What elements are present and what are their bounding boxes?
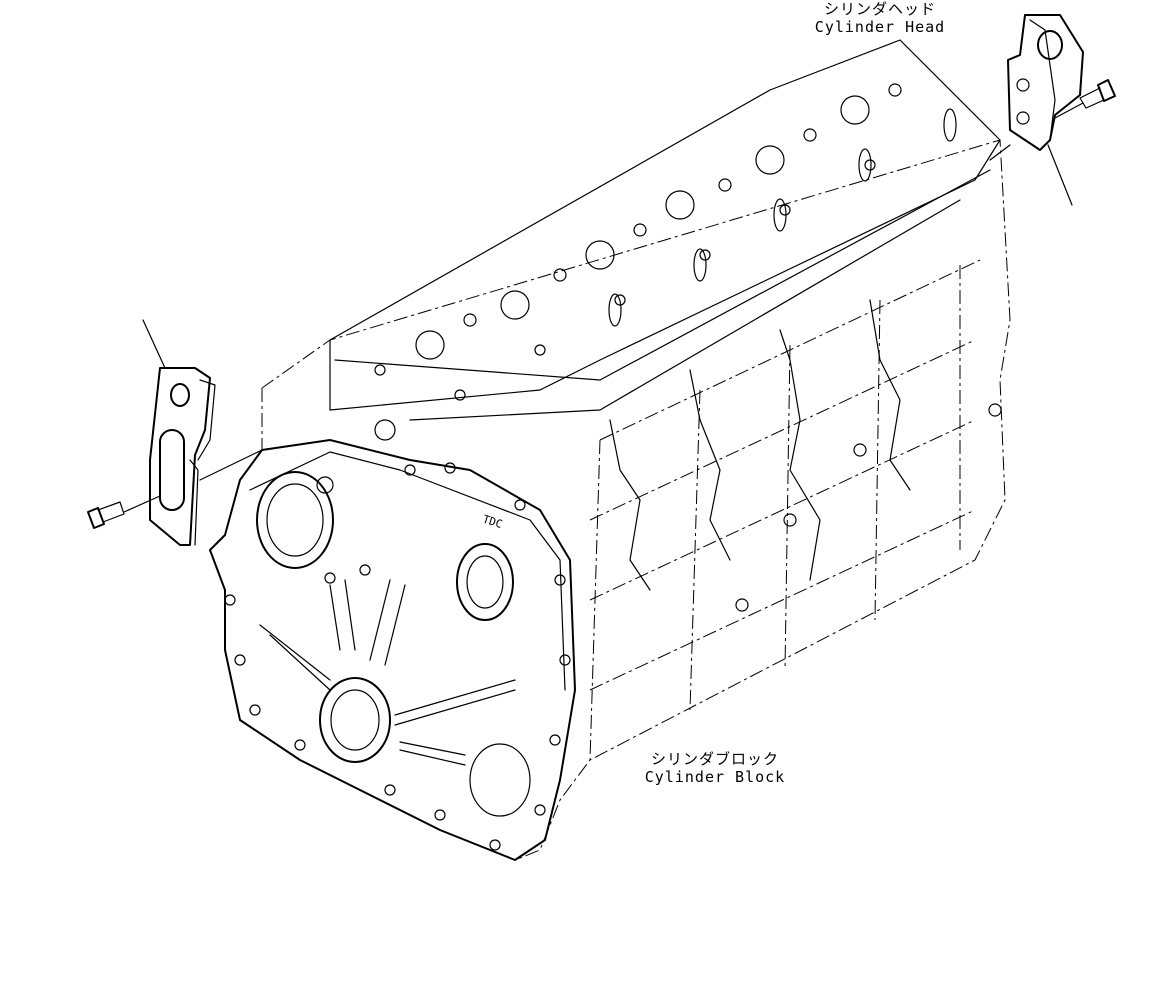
cylinder-block-label: シリンダブロック Cylinder Block [630, 750, 800, 786]
left-bolt-leader [123, 449, 263, 513]
valve-cover-bosses [374, 83, 902, 441]
bolt-icon [87, 501, 125, 529]
right-lifting-bracket-icon [1007, 14, 1084, 151]
cylinder-head-label: シリンダヘッド Cylinder Head [800, 0, 960, 36]
tdc-mark: TDC [481, 512, 504, 531]
left-bracket-leader [142, 319, 166, 369]
right-bracket-leader [1047, 144, 1073, 206]
cylinder-head [329, 39, 1001, 441]
injector-ports [608, 108, 957, 327]
left-lifting-bracket-icon [149, 367, 216, 546]
cover-bolts [224, 462, 571, 851]
cylinder-block [261, 139, 1011, 861]
cylinder-head-label-jp: シリンダヘッド [823, 0, 936, 18]
bolt-icon [1079, 79, 1116, 109]
cylinder-head-label-en: Cylinder Head [814, 18, 946, 36]
cylinder-block-label-en: Cylinder Block [644, 768, 786, 786]
front-cover [209, 439, 576, 861]
right-bolt-leader [989, 102, 1084, 161]
cylinder-block-label-jp: シリンダブロック [650, 750, 779, 768]
